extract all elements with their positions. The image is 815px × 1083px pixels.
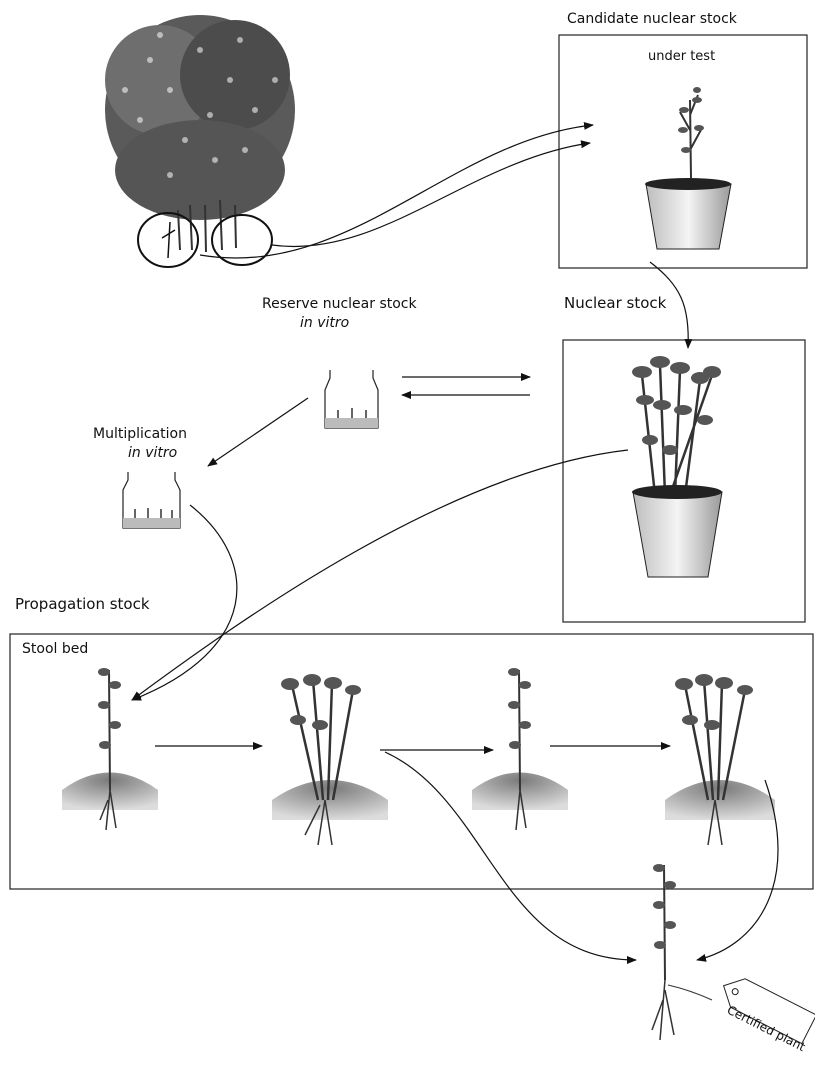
under-test-label: under test [648, 48, 715, 66]
nuclear-stock-label: Nuclear stock [564, 294, 666, 312]
propagation-stock-box [10, 634, 813, 889]
nuclear-stock-box [563, 340, 805, 622]
stool-plant-single-1 [62, 668, 158, 830]
stool-plant-multi-1 [272, 674, 388, 845]
reserve-nuclear-stock-label: Reserve nuclear stock [262, 295, 417, 313]
multiplication-in-vitro-jar [123, 472, 180, 528]
stool-plant-single-2 [472, 668, 568, 830]
reserve-in-vitro-label: in vitro [300, 314, 349, 332]
certified-plant [652, 864, 712, 1040]
multiplication-in-vitro-label: in vitro [128, 444, 177, 462]
propagation-stock-label: Propagation stock [15, 595, 150, 613]
candidate-potted-plant [645, 87, 731, 249]
multiplication-label: Multiplication [93, 425, 187, 443]
mother-bush [105, 15, 295, 267]
stool-plant-multi-2 [665, 674, 775, 845]
candidate-nuclear-stock-label: Candidate nuclear stock [567, 10, 737, 28]
nuclear-potted-plant [632, 356, 722, 577]
stool-bed-label: Stool bed [22, 640, 88, 658]
reserve-in-vitro-jar [325, 370, 378, 428]
